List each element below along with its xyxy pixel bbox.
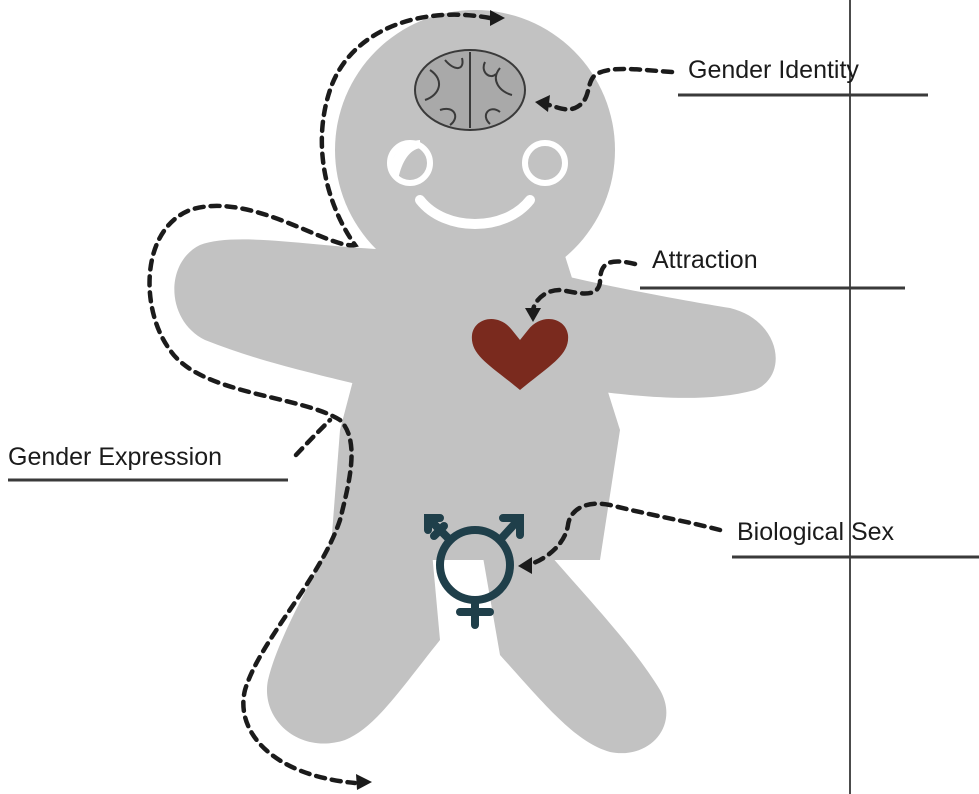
bottom-arrowhead — [356, 774, 372, 790]
brain-icon — [415, 50, 525, 130]
figure-left-arm — [174, 239, 410, 385]
biological-sex-label: Biological Sex — [737, 518, 895, 546]
gender-expression-label: Gender Expression — [8, 443, 222, 471]
attraction-label: Attraction — [652, 246, 758, 274]
figure-left-leg — [267, 510, 440, 744]
gender-expression-pointer — [296, 420, 330, 455]
gender-identity-label: Gender Identity — [688, 56, 859, 84]
